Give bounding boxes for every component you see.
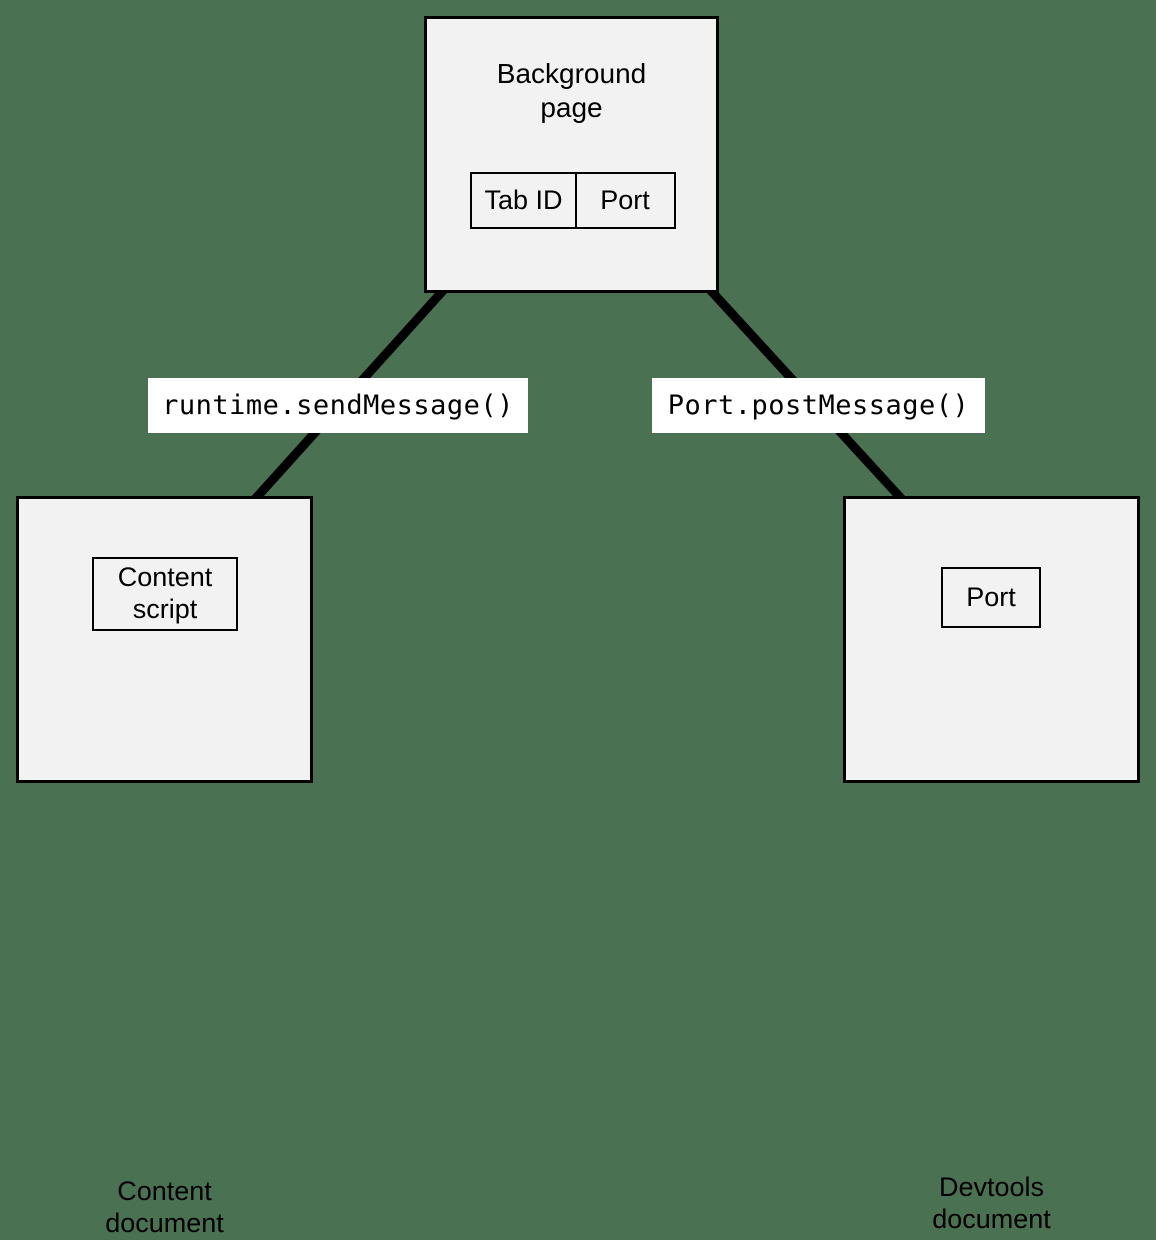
content-script-box: Content script xyxy=(92,557,238,631)
background-page-title: Background page xyxy=(496,58,647,123)
devtools-document-caption: Devtools document xyxy=(932,1172,1051,1235)
content-document-box: Content document xyxy=(16,496,313,1238)
content-document-caption: Content document xyxy=(105,1176,224,1239)
table-cell-port: Port xyxy=(574,172,676,229)
devtools-document-box: Devtools document xyxy=(843,496,1140,1234)
messaging-diagram: Background page Tab ID Port Content docu… xyxy=(16,16,1140,1238)
devtools-port-box: Port xyxy=(941,567,1041,628)
table-cell-tab-id: Tab ID xyxy=(470,172,577,229)
background-page-box: Background page xyxy=(424,16,719,293)
background-page-port-table: Tab ID Port xyxy=(470,172,678,229)
edge-label-port-post-message: Port.postMessage() xyxy=(652,378,985,433)
edge-label-runtime-send-message: runtime.sendMessage() xyxy=(148,378,528,433)
